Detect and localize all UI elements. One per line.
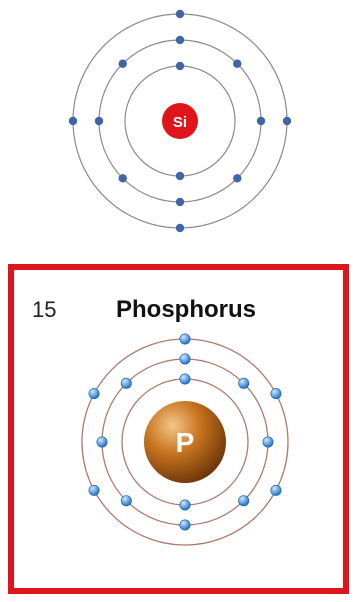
si-electron	[119, 174, 127, 182]
si-electron	[176, 10, 184, 18]
si-electron	[176, 36, 184, 44]
si-electron	[233, 60, 241, 68]
si-electron	[257, 117, 265, 125]
si-electron	[176, 198, 184, 206]
si-symbol: Si	[173, 114, 187, 131]
si-electron	[69, 117, 77, 125]
si-electron	[176, 224, 184, 232]
si-electron	[119, 60, 127, 68]
si-electron	[233, 174, 241, 182]
silicon-atom: Si	[69, 10, 291, 232]
element-name: Phosphorus	[116, 296, 256, 324]
atomic-number: 15	[32, 297, 56, 323]
si-electron	[176, 172, 184, 180]
si-electron	[283, 117, 291, 125]
si-electron	[176, 62, 184, 70]
si-electron	[95, 117, 103, 125]
